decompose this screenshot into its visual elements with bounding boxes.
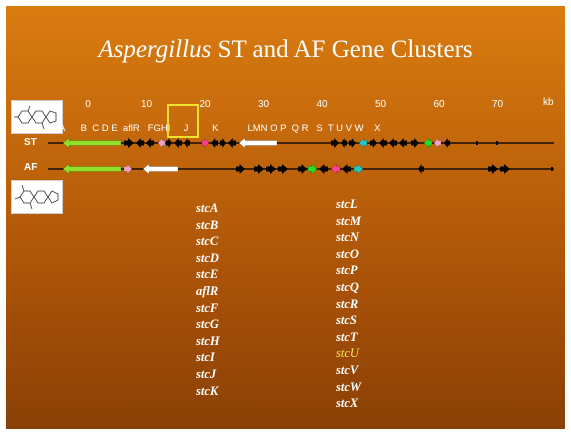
gene-arrow [423, 137, 433, 149]
gene-name: stcG [196, 317, 219, 332]
gene-arrow [62, 163, 122, 175]
kb-tick-label: 50 [375, 99, 387, 110]
gene-arrow [266, 164, 276, 174]
gene-arrow [157, 137, 166, 149]
gene-arrow [341, 138, 347, 148]
gene-cluster-map: 0 10 20 30 40 50 60 70 kb A B C D E aflR FGHI J… [24, 97, 554, 175]
gene-name: stcI [196, 350, 215, 365]
gene-name: stcH [196, 333, 220, 348]
gene-arrow [418, 164, 424, 174]
gene-name: stcC [196, 234, 219, 249]
gene-name: stcO [336, 246, 359, 261]
aflR-highlight-box [167, 104, 199, 138]
track-label-af: AF [24, 162, 37, 173]
track-label-st: ST [24, 137, 37, 148]
gene-arrow [349, 138, 356, 148]
gene-name: stcU [336, 346, 359, 361]
gene-arrow [220, 138, 226, 148]
gene-name: stcR [336, 296, 359, 311]
gene-arrow [146, 138, 154, 148]
kb-unit-label: kb [543, 97, 554, 108]
kb-scale: 0 10 20 30 40 50 60 70 [85, 99, 503, 110]
gene-marker [496, 141, 498, 145]
gene-arrow [411, 138, 419, 148]
gene-arrow [353, 163, 364, 175]
gene-arrow [124, 138, 134, 148]
gene-name: stcJ [196, 366, 217, 381]
gene-name: aflR [196, 283, 219, 298]
gene-arrow [238, 137, 278, 149]
gene-arrow [166, 138, 172, 148]
gene-name: stcE [196, 267, 219, 282]
aflatoxin-structure-image [11, 180, 63, 214]
slide-title: Aspergillus ST and AF Gene Clusters [6, 36, 565, 64]
gene-arrow [174, 138, 182, 148]
gene-arrow [342, 164, 351, 174]
gene-name: stcV [336, 362, 359, 377]
gene-arrow [62, 137, 122, 149]
gene-arrow [330, 163, 341, 175]
gene-arrow [488, 164, 498, 174]
gene-arrow [211, 138, 218, 148]
gene-arrow [142, 163, 179, 175]
kb-tick-label: 30 [258, 99, 270, 110]
gene-name: stcW [336, 379, 361, 394]
gene-name: stcX [336, 396, 359, 411]
gene-arrow [399, 138, 407, 148]
gene-name: stcN [336, 230, 359, 245]
gene-arrow [370, 138, 377, 148]
gene-arrow [123, 163, 133, 175]
gene-arrow [358, 137, 368, 149]
gene-letters-row: A B C D E aflR FGHI J K LMN O P Q R S T … [59, 123, 381, 134]
gene-arrow [433, 137, 442, 149]
gene-name: stcB [196, 217, 219, 232]
sterigmatocystin-structure-image [11, 100, 63, 134]
gene-name: stcL [336, 197, 358, 211]
gene-arrow [444, 138, 450, 148]
gene-arrow [331, 138, 339, 148]
af-gene-arrows [62, 163, 553, 175]
gene-arrow [500, 164, 510, 174]
title-rest: ST and AF Gene Clusters [211, 36, 473, 63]
gene-name: stcA [196, 201, 219, 215]
gene-arrow [307, 163, 318, 175]
gene-arrow [389, 138, 397, 148]
slide: Aspergillus ST and AF Gene Clusters [6, 6, 565, 429]
kb-tick-label: 0 [85, 99, 91, 110]
kb-tick-label: 10 [141, 99, 153, 110]
gene-arrow [236, 164, 245, 174]
kb-tick-label: 70 [492, 99, 504, 110]
kb-tick-label: 40 [316, 99, 328, 110]
gene-name: stcS [336, 313, 357, 328]
kb-tick-label: 60 [433, 99, 445, 110]
gene-name: stcK [196, 383, 219, 398]
gene-name: stcF [196, 300, 219, 315]
gene-arrow [319, 164, 328, 174]
gene-arrow [136, 138, 144, 148]
kb-tick-label: 20 [199, 99, 211, 110]
gene-marker [551, 167, 553, 171]
gene-arrow [379, 138, 387, 148]
gene-name: stcQ [336, 279, 359, 294]
gene-arrow [201, 137, 210, 149]
gene-arrow [254, 164, 264, 174]
gene-arrow [228, 138, 236, 148]
title-genus: Aspergillus [98, 36, 212, 63]
gene-marker [476, 141, 478, 145]
gene-name: stcM [336, 213, 361, 228]
gene-name: stcP [336, 263, 358, 278]
gene-arrow [184, 138, 190, 148]
gene-name: stcD [196, 250, 219, 265]
gene-arrow [298, 164, 307, 174]
gene-name: stcT [336, 329, 358, 344]
gene-arrow [278, 164, 288, 174]
st-gene-arrows [62, 137, 498, 149]
